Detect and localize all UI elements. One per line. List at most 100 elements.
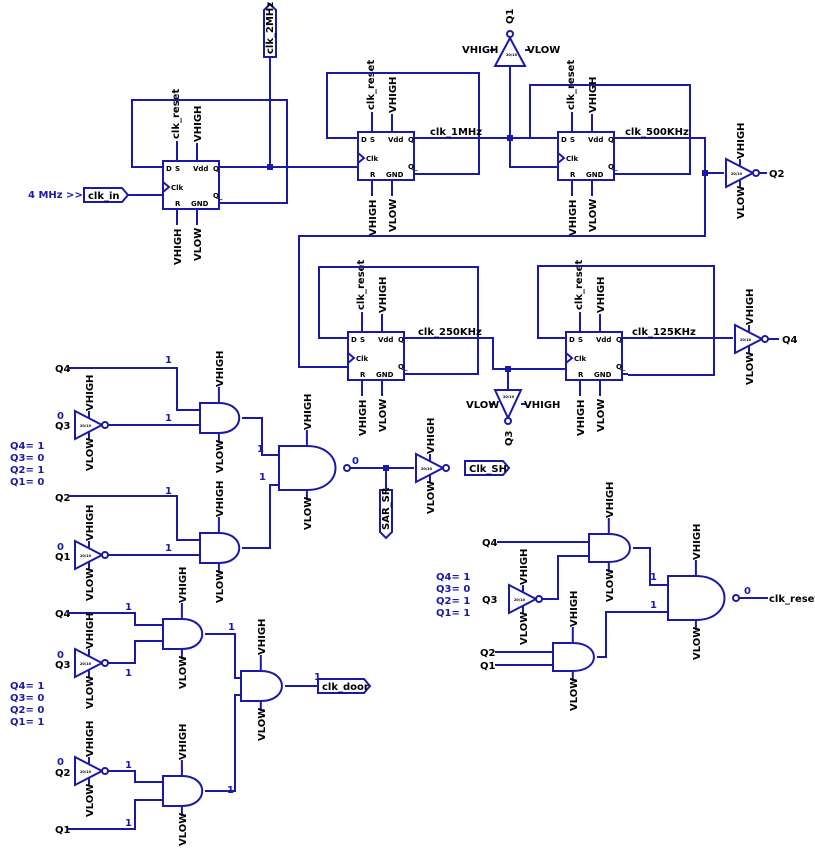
clk-250khz-label: clk_250KHz	[418, 327, 482, 338]
condition-line: Q2= 0	[10, 705, 44, 716]
vhigh-label: VHIGH	[588, 77, 599, 113]
value-one: 1	[228, 622, 235, 633]
and2-out	[242, 484, 279, 549]
inversion-bubble	[752, 169, 760, 177]
dff-body	[162, 160, 220, 210]
pin-clk: Clk	[366, 155, 379, 163]
pin-vdd: Vdd	[378, 336, 393, 344]
junction-dot	[267, 164, 273, 170]
vlow-label: VLOW	[215, 440, 226, 473]
clk-2mhz-text: clk_2MHz	[265, 2, 276, 54]
q4-input: Q4	[55, 364, 71, 375]
value-zero: 0	[57, 757, 64, 768]
reset-label: clk_reset	[366, 60, 377, 110]
clk-door-tag-text: clk_door	[322, 682, 369, 693]
pin-vdd: Vdd	[388, 136, 403, 144]
vlow-label: VLOW	[527, 45, 560, 56]
pin-d: D	[569, 336, 575, 344]
vhigh-label: VHIGH	[378, 277, 389, 313]
vlow-label: VLOW	[466, 400, 499, 411]
clk-500khz-label: clk_500KHz	[625, 127, 689, 138]
inversion-bubble	[343, 464, 351, 472]
q3-input: Q3	[55, 660, 71, 671]
q1-to-and	[68, 799, 163, 830]
inverter-size: 20/10	[740, 338, 752, 342]
and-gate-door1	[162, 618, 204, 650]
inverter-size: 20/10	[80, 662, 92, 666]
q2-input: Q2	[55, 768, 71, 779]
clk-250khz-net	[404, 337, 566, 370]
q4-to-and	[68, 367, 200, 411]
ff5-feedback	[537, 265, 715, 376]
and1-out	[242, 417, 279, 456]
clk-125khz-label: clk_125KHz	[632, 327, 696, 338]
ff4-feedback	[318, 266, 479, 375]
ff1-feedback	[131, 99, 288, 204]
clk-sh-tag-text: Clk_SH	[469, 464, 507, 475]
input-frequency: 4 MHz >>	[28, 190, 83, 201]
door-and2-out	[205, 694, 241, 792]
vhigh-label: VHIGH	[745, 289, 756, 325]
q2-input: Q2	[55, 493, 71, 504]
vlow-label: VLOW	[596, 399, 607, 432]
clock-mark	[162, 181, 171, 193]
rst-and2-out	[597, 611, 668, 658]
vhigh-label: VHIGH	[215, 481, 226, 517]
sar-sr-tag	[379, 489, 393, 540]
vlow-label: VLOW	[85, 438, 96, 471]
vlow-label: VLOW	[257, 708, 268, 741]
vhigh-label: VHIGH	[692, 524, 703, 560]
pin-qbar: Q_	[213, 192, 223, 200]
reset-label: clk_reset	[356, 260, 367, 310]
pin-vdd: Vdd	[596, 336, 611, 344]
q3-bar-wire	[542, 555, 589, 600]
vhigh-label: VHIGH	[368, 200, 379, 236]
pin-gnd: GND	[386, 171, 404, 179]
pin-r: R	[175, 200, 181, 208]
inverter-size: 20/10	[506, 53, 518, 57]
and-gate-door	[240, 670, 283, 702]
inverter-size: 20/10	[80, 424, 92, 428]
nand-gate-sh	[278, 445, 337, 491]
pin-gnd: GND	[191, 200, 209, 208]
condition-line: Q1= 1	[10, 717, 44, 728]
value-one: 1	[257, 444, 264, 455]
vhigh-label: VHIGH	[524, 400, 560, 411]
inversion-bubble	[761, 335, 769, 343]
vhigh-label: VHIGH	[85, 375, 96, 411]
q2-label: Q2	[769, 169, 785, 180]
vhigh-label: VHIGH	[85, 505, 96, 541]
ff2-feedback	[326, 72, 480, 175]
q3-input: Q3	[482, 595, 498, 606]
value-one: 1	[125, 818, 132, 829]
dff-body	[565, 331, 623, 381]
pin-r: R	[570, 171, 576, 179]
condition-line: Q2= 1	[10, 465, 44, 476]
and-gate-sh2	[199, 532, 241, 564]
condition-line: Q3= 0	[10, 453, 44, 464]
and-gate-door2	[162, 775, 204, 807]
pin-vdd: Vdd	[193, 165, 208, 173]
q3-probe-label: Q3	[504, 430, 515, 446]
condition-line: Q3= 0	[436, 584, 470, 595]
pin-d: D	[351, 336, 357, 344]
vhigh-label: VHIGH	[605, 482, 616, 518]
clk-in-tag-text: clk_in	[88, 191, 120, 202]
dff-body	[557, 131, 615, 181]
q4-to-and	[68, 612, 163, 626]
pin-qbar: Q_	[616, 363, 626, 371]
value-zero: 0	[57, 411, 64, 422]
inverter-size: 20/10	[514, 598, 526, 602]
value-one: 1	[125, 668, 132, 679]
pin-q: Q	[616, 336, 622, 344]
vlow-label: VLOW	[569, 678, 580, 711]
q1-input: Q1	[55, 552, 71, 563]
sar-sr-text: SAR_SR	[381, 487, 392, 530]
pin-q: Q	[213, 165, 219, 173]
value-one: 1	[165, 413, 172, 424]
